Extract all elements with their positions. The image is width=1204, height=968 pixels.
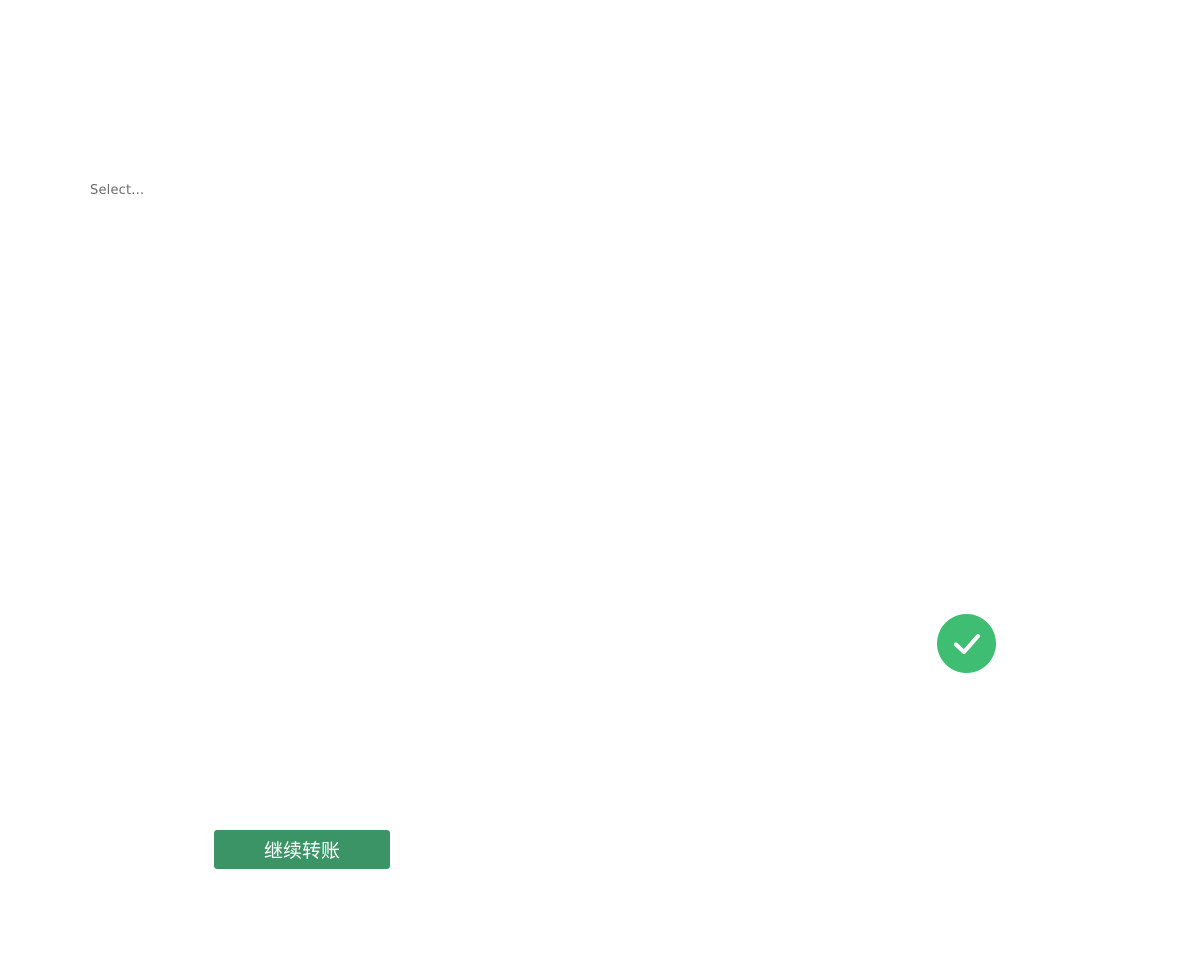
account-select[interactable]: Select... [88, 178, 328, 202]
continue-transfer-button[interactable]: 继续转账 [214, 830, 390, 869]
check-circle-icon [937, 614, 996, 673]
checkmark-icon [953, 633, 980, 654]
select-placeholder: Select... [90, 182, 145, 198]
